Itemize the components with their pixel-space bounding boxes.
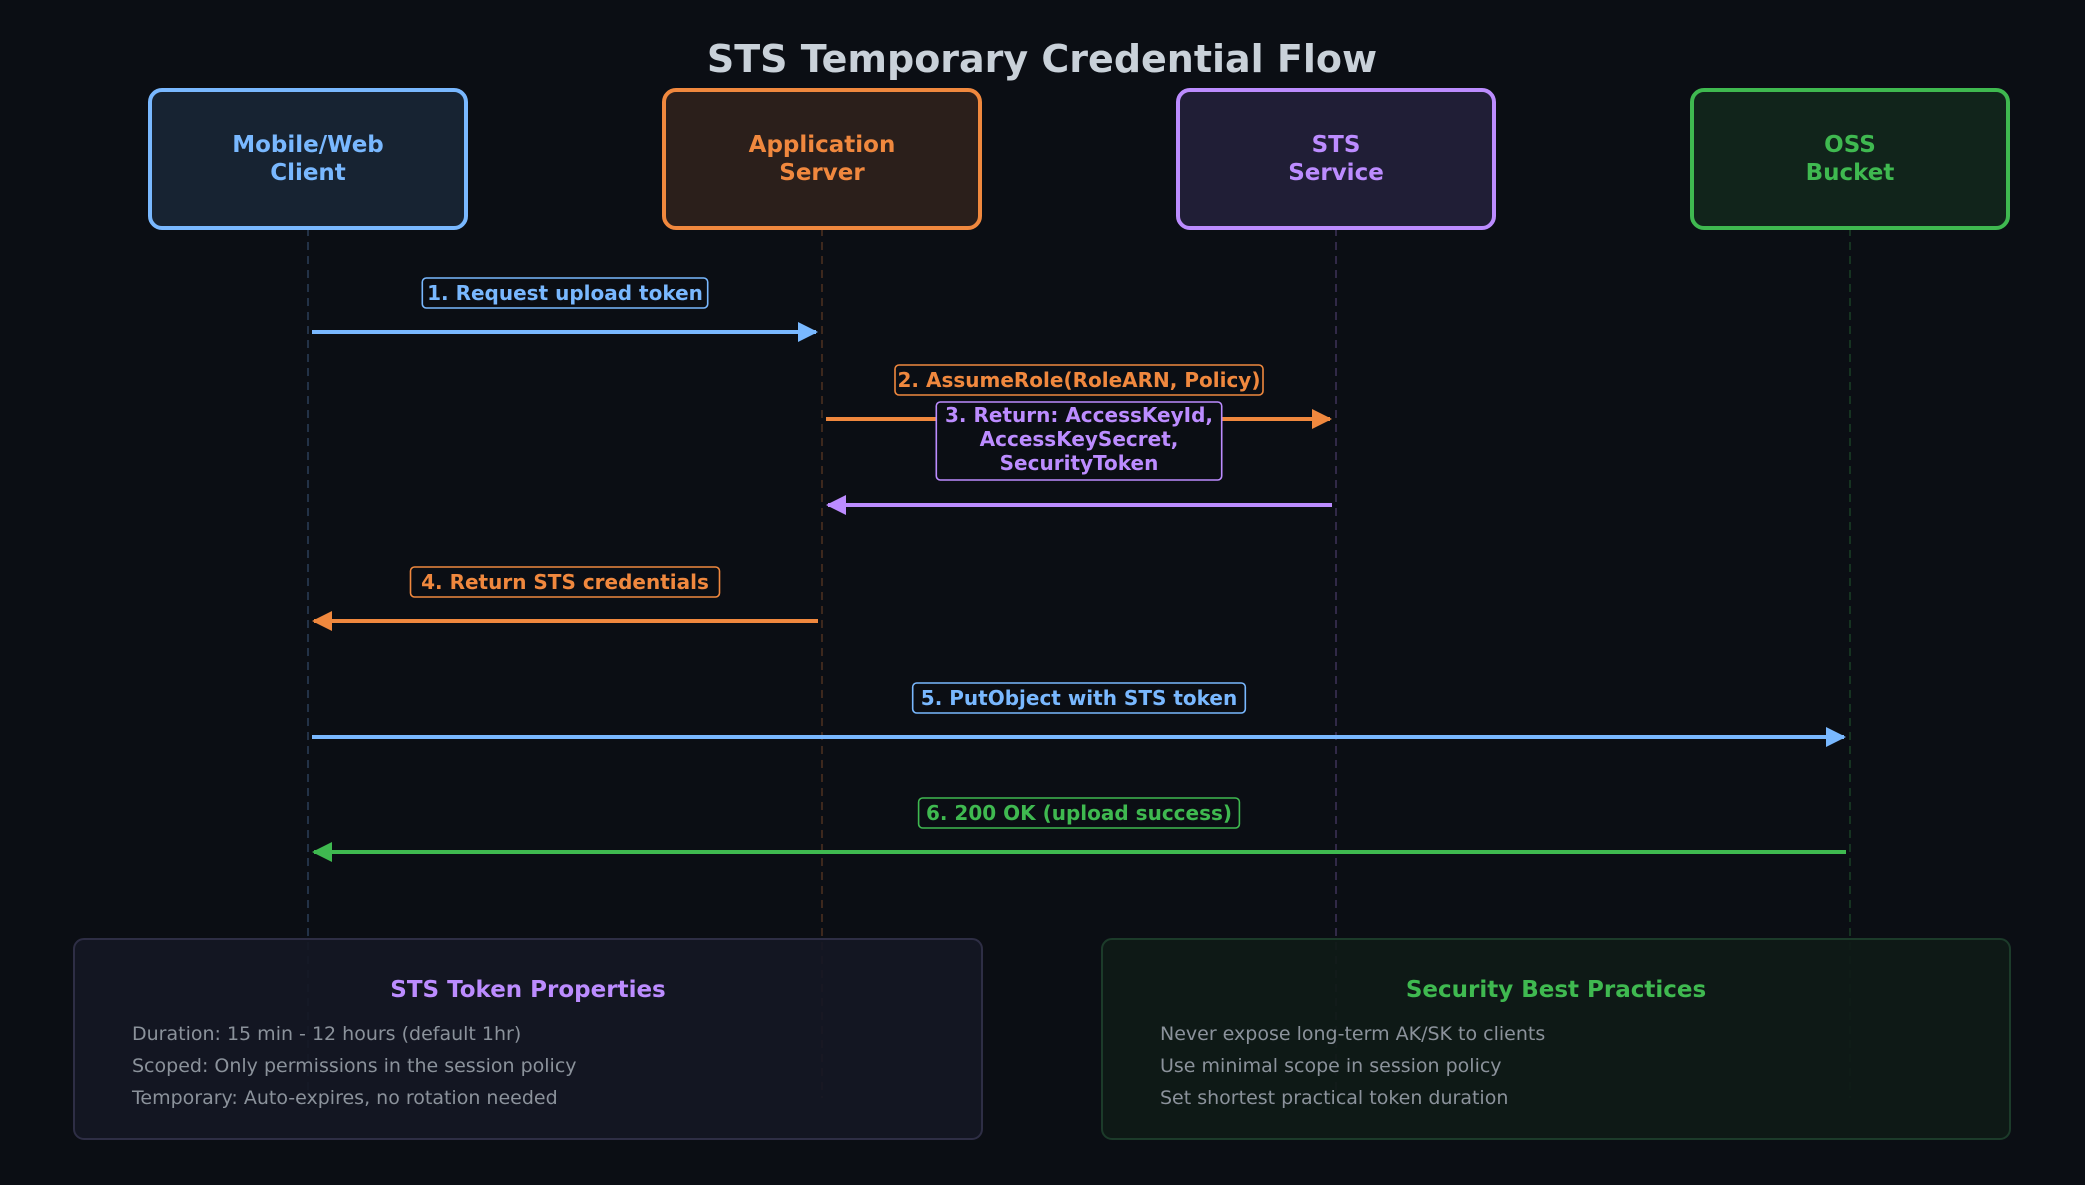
note-box	[1101, 938, 2011, 1140]
actor-box-client	[148, 88, 468, 230]
message-label-box	[935, 401, 1223, 481]
actors: Mobile/WebClientApplicationServerSTSServ…	[148, 88, 2010, 230]
actor-box-server	[662, 88, 982, 230]
message-label-box	[421, 277, 709, 309]
message-label: 4. Return STS credentials	[421, 570, 709, 594]
message-6: 6. 200 OK (upload success)	[312, 797, 1846, 862]
message-4: 4. Return STS credentials	[312, 566, 818, 631]
actor-label-sts: Service	[1288, 160, 1384, 186]
message-label: 5. PutObject with STS token	[921, 686, 1237, 710]
actor-box-oss	[1690, 88, 2010, 230]
message-label: SecurityToken	[1000, 451, 1159, 475]
note-line: Never expose long-term AK/SK to clients	[1160, 1023, 1545, 1045]
message-label: 1. Request upload token	[427, 281, 703, 305]
message-3: 3. Return: AccessKeyId,AccessKeySecret,S…	[826, 401, 1332, 515]
note-title: Security Best Practices	[1406, 977, 1706, 1003]
note-line: Duration: 15 min - 12 hours (default 1hr…	[132, 1023, 521, 1045]
actor-label-sts: STS	[1312, 132, 1361, 158]
message-label: 3. Return: AccessKeyId,	[945, 403, 1213, 427]
message-label-box	[894, 364, 1264, 396]
actor-label-server: Application	[749, 132, 896, 158]
note-line: Set shortest practical token duration	[1160, 1087, 1508, 1109]
messages: 1. Request upload token 2. AssumeRole(Rol…	[312, 277, 1846, 862]
actor-box-sts	[1176, 88, 1496, 230]
message-label: 2. AssumeRole(RoleARN, Policy)	[898, 368, 1261, 392]
actor-label-client: Client	[270, 160, 346, 186]
message-label: AccessKeySecret,	[980, 427, 1179, 451]
note-line: Scoped: Only permissions in the session …	[132, 1055, 577, 1077]
actor-label-client: Mobile/Web	[232, 132, 384, 158]
message-5: 5. PutObject with STS token	[312, 682, 1846, 747]
lifelines	[307, 228, 1851, 1098]
message-label-box	[911, 682, 1247, 714]
actor-label-oss: Bucket	[1806, 160, 1895, 186]
actor-label-oss: OSS	[1824, 132, 1876, 158]
message-label-box	[917, 797, 1241, 829]
message-1: 1. Request upload token	[312, 277, 818, 342]
note-line: Use minimal scope in session policy	[1160, 1055, 1502, 1077]
note-box	[73, 938, 983, 1140]
note-line: Temporary: Auto-expires, no rotation nee…	[131, 1087, 558, 1109]
diagram-title: STS Temporary Credential Flow	[707, 37, 1377, 81]
message-label-box	[409, 566, 721, 598]
actor-label-server: Server	[779, 160, 865, 186]
note-title: STS Token Properties	[390, 977, 666, 1003]
message-label: 6. 200 OK (upload success)	[926, 801, 1232, 825]
